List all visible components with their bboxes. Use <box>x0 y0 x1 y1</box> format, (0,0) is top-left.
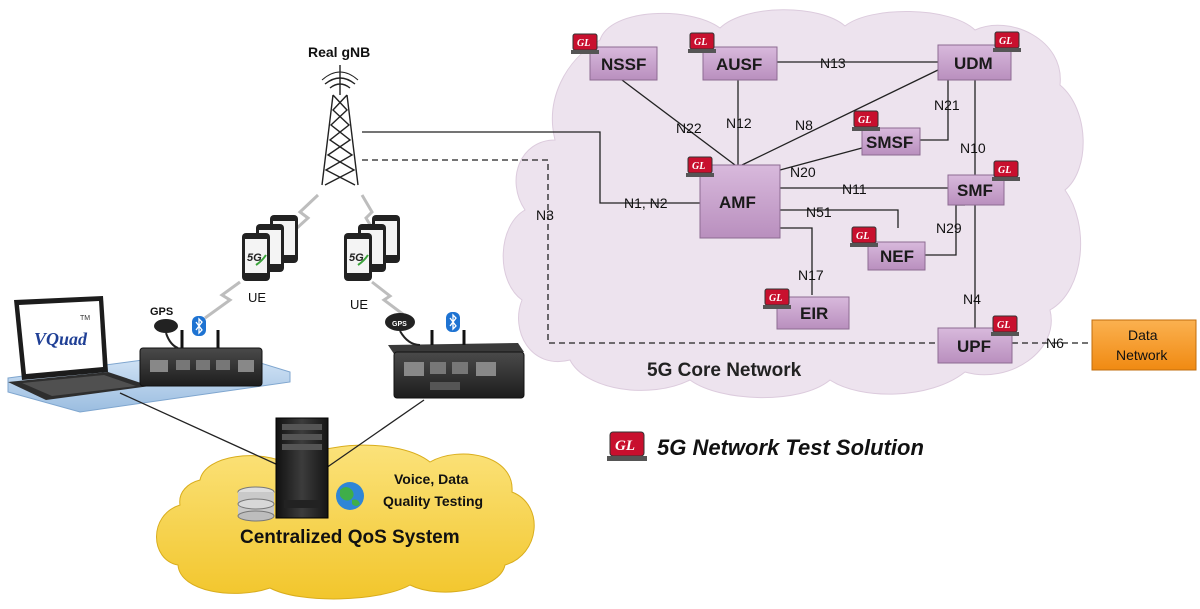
gl-badge-icon: GL <box>763 288 791 309</box>
gl-badge-icon: GL <box>993 31 1021 52</box>
bluetooth-icon <box>446 312 460 332</box>
phone-stack-left: 5G <box>242 215 298 281</box>
server-tower-icon <box>275 417 329 519</box>
laptop-logo: VQuad <box>34 329 88 349</box>
iface-n20: N20 <box>790 164 816 180</box>
phone-icon: 5G <box>344 233 372 281</box>
gl-badge-icon: GL <box>850 226 878 247</box>
phone-icon: 5G <box>242 233 270 281</box>
gps-antenna-left <box>154 319 179 349</box>
iface-n4: N4 <box>963 291 981 307</box>
svg-text:5G: 5G <box>349 252 364 264</box>
nf-smsf: SMSF <box>861 127 921 156</box>
disk-stack-icon <box>237 486 275 522</box>
iface-n13: N13 <box>820 55 846 71</box>
gps-label-right: GPS <box>392 321 407 328</box>
iface-n21: N21 <box>934 97 960 113</box>
nf-nssf-label: NSSF <box>601 55 646 74</box>
gl-badge-icon: GL <box>688 32 716 53</box>
svg-text:GL: GL <box>856 231 869 242</box>
iface-n12: N12 <box>726 115 752 131</box>
radio-link-left-low <box>204 280 241 320</box>
svg-text:GL: GL <box>769 293 782 304</box>
data-network-box: Data Network <box>1091 319 1197 371</box>
svg-text:GL: GL <box>694 37 707 48</box>
iface-n8: N8 <box>795 117 813 133</box>
test-device-left <box>139 330 263 387</box>
core-network-title: 5G Core Network <box>647 360 802 381</box>
interface-labels: N13 N22 N12 N8 N21 N10 N20 N11 N1, N2 N5… <box>536 55 1064 351</box>
iface-n17: N17 <box>798 267 824 283</box>
gl-logo-icon: GL <box>607 431 647 461</box>
nf-udm-label: UDM <box>954 54 993 73</box>
ue-label-left: UE <box>248 290 266 305</box>
iface-n6: N6 <box>1046 335 1064 351</box>
svg-text:GL: GL <box>999 36 1012 47</box>
gl-badge-icon: GL <box>686 156 714 177</box>
nf-upf-label: UPF <box>957 337 991 356</box>
nf-nssf: NSSF <box>589 46 658 81</box>
gl-badge-icon: GL <box>991 315 1019 336</box>
svg-text:GL: GL <box>615 438 635 454</box>
globe-icon <box>336 482 364 510</box>
iface-n22: N22 <box>676 120 702 136</box>
iface-n1n2: N1, N2 <box>624 195 668 211</box>
gl-badge-icon: GL <box>992 160 1020 181</box>
gps-label-left: GPS <box>150 306 173 318</box>
iface-n11: N11 <box>842 181 867 197</box>
iface-n10: N10 <box>960 140 986 156</box>
gl-badge-icon: GL <box>571 33 599 54</box>
iface-n3: N3 <box>536 207 554 223</box>
nf-ausf-label: AUSF <box>716 55 762 74</box>
qos-subtitle-line2: Quality Testing <box>383 493 483 509</box>
qos-cloud <box>156 444 535 600</box>
nf-nef-label: NEF <box>880 247 914 266</box>
svg-text:GL: GL <box>998 165 1011 176</box>
tower-label: Real gNB <box>308 44 370 60</box>
nf-eir-label: EIR <box>800 304 828 323</box>
bluetooth-icon <box>192 316 206 336</box>
nf-amf-label: AMF <box>719 193 756 212</box>
qos-subtitle-line1: Voice, Data <box>394 471 469 487</box>
phone-stack-right: 5G <box>344 215 400 281</box>
nf-eir: EIR <box>776 296 850 330</box>
ue-label-right: UE <box>350 297 368 312</box>
gps-antenna-right <box>385 313 421 346</box>
iface-n51: N51 <box>806 204 832 220</box>
core-network-cloud <box>502 9 1084 399</box>
nf-smsf-label: SMSF <box>866 133 913 152</box>
svg-text:GL: GL <box>577 38 590 49</box>
laptop-logo-tm: TM <box>80 315 90 322</box>
test-solution-title: 5G Network Test Solution <box>657 435 924 460</box>
nf-smf-label: SMF <box>957 181 993 200</box>
nf-udm: UDM <box>937 44 1012 81</box>
svg-text:5G: 5G <box>247 252 262 264</box>
svg-text:GL: GL <box>858 115 871 126</box>
qos-title: Centralized QoS System <box>240 527 460 548</box>
nf-amf: AMF <box>699 164 781 239</box>
cell-tower-icon <box>321 65 359 186</box>
core-links <box>119 61 1092 469</box>
test-device-right <box>388 330 525 399</box>
gl-badges: GL GL GL GL GL GL GL <box>571 31 1021 336</box>
gl-badge-icon: GL <box>852 110 880 131</box>
radio-link-right-low <box>371 280 409 320</box>
iface-n29: N29 <box>936 220 962 236</box>
data-network-line2: Network <box>1116 347 1168 363</box>
laptop-icon <box>8 296 150 400</box>
svg-text:GL: GL <box>692 161 705 172</box>
data-network-line1: Data <box>1128 327 1158 343</box>
svg-text:GL: GL <box>997 320 1010 331</box>
